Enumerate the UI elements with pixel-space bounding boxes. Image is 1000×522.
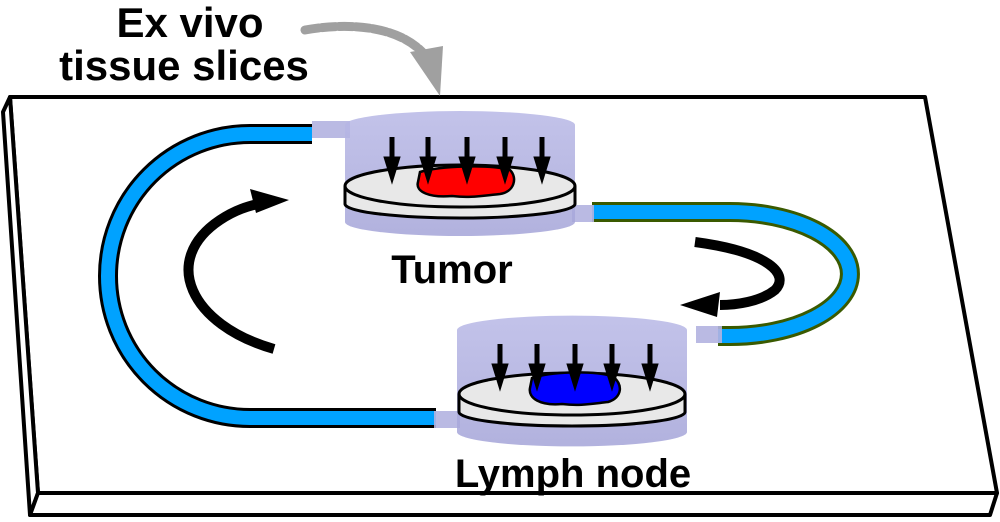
- lymph-node-label: Lymph node: [455, 452, 691, 496]
- outlet-connector: [434, 411, 460, 428]
- tubing-right-loop: [592, 202, 860, 346]
- tubing-left-loop: [98, 124, 436, 428]
- title-line-1: Ex vivo: [116, 0, 263, 46]
- tumor-tissue: [416, 165, 516, 199]
- flow-arrow-right: [680, 237, 785, 317]
- tumor-label: Tumor: [391, 248, 512, 292]
- flow-arrow-left: [183, 189, 289, 354]
- tumor-chamber: [312, 111, 594, 236]
- lymph-node-chamber: [434, 315, 722, 447]
- perfusion-arrows: [383, 137, 551, 185]
- outlet-connector: [572, 205, 594, 222]
- pointer-arrow: [300, 21, 443, 96]
- inlet-connector: [312, 121, 350, 138]
- perfusion-arrows: [491, 344, 659, 392]
- platform-front-edge: [28, 491, 999, 517]
- title-line-2: tissue slices: [59, 42, 309, 89]
- inlet-connector: [696, 326, 722, 343]
